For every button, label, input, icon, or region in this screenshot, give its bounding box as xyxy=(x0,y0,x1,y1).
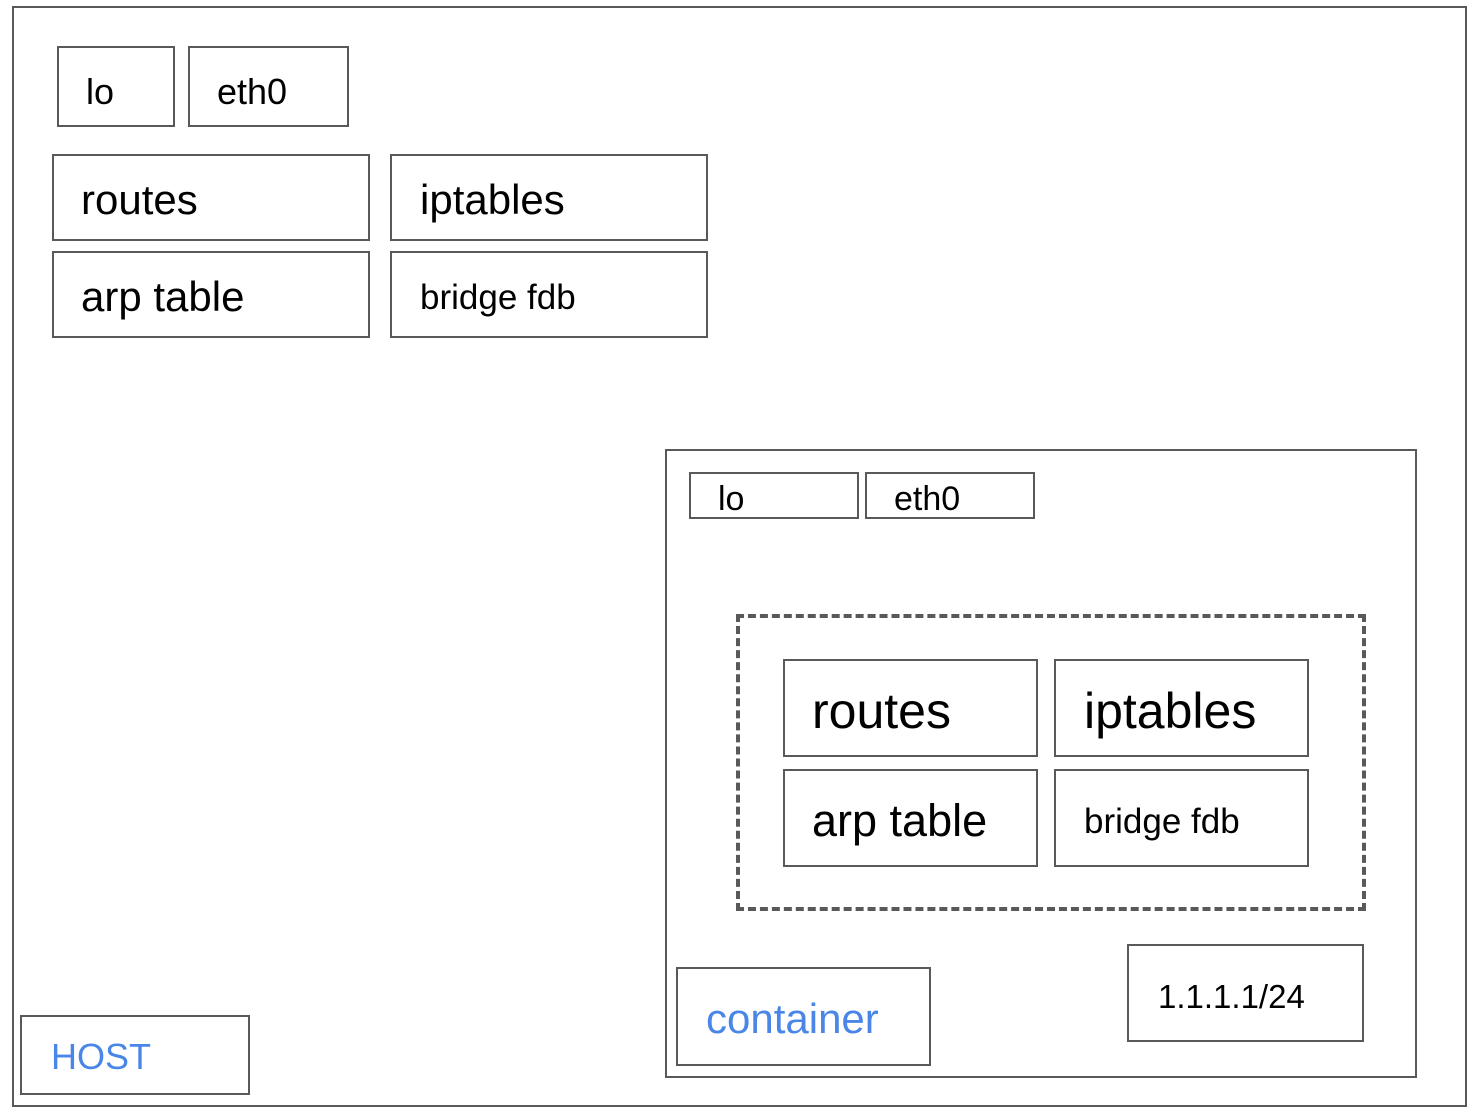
host-label: HOST xyxy=(51,1036,152,1077)
container-address: 1.1.1.1/24 xyxy=(1158,978,1305,1015)
host-table-bridge-fdb-label: bridge fdb xyxy=(420,278,576,317)
container-interface-lo-label: lo xyxy=(718,480,745,518)
container-address-box: 1.1.1.1/24 xyxy=(1127,944,1364,1042)
container-table-iptables: iptables xyxy=(1054,659,1309,757)
container-label-box: container xyxy=(676,967,931,1066)
container-table-routes: routes xyxy=(783,659,1038,757)
container-interface-lo: lo xyxy=(689,472,859,519)
host-interface-lo: lo xyxy=(57,46,175,127)
container-table-arp: arp table xyxy=(783,769,1038,867)
container-table-bridge-fdb: bridge fdb xyxy=(1054,769,1309,867)
container-label: container xyxy=(706,995,879,1042)
host-table-iptables: iptables xyxy=(390,154,708,241)
container-table-iptables-label: iptables xyxy=(1084,683,1257,739)
host-interface-eth0: eth0 xyxy=(188,46,349,127)
host-table-bridge-fdb: bridge fdb xyxy=(390,251,708,338)
host-table-iptables-label: iptables xyxy=(420,176,565,223)
host-label-box: HOST xyxy=(20,1015,250,1095)
host-interface-lo-label: lo xyxy=(86,71,115,112)
host-interface-eth0-label: eth0 xyxy=(217,71,288,112)
host-table-routes-label: routes xyxy=(81,176,198,223)
container-table-routes-label: routes xyxy=(812,683,951,739)
host-table-routes: routes xyxy=(52,154,370,241)
container-table-bridge-fdb-label: bridge fdb xyxy=(1084,802,1240,841)
container-table-arp-label: arp table xyxy=(812,795,988,846)
container-interface-eth0: eth0 xyxy=(865,472,1035,519)
container-netns-group xyxy=(736,614,1366,911)
host-table-arp: arp table xyxy=(52,251,370,338)
host-table-arp-label: arp table xyxy=(81,273,245,320)
container-interface-eth0-label: eth0 xyxy=(894,480,961,518)
